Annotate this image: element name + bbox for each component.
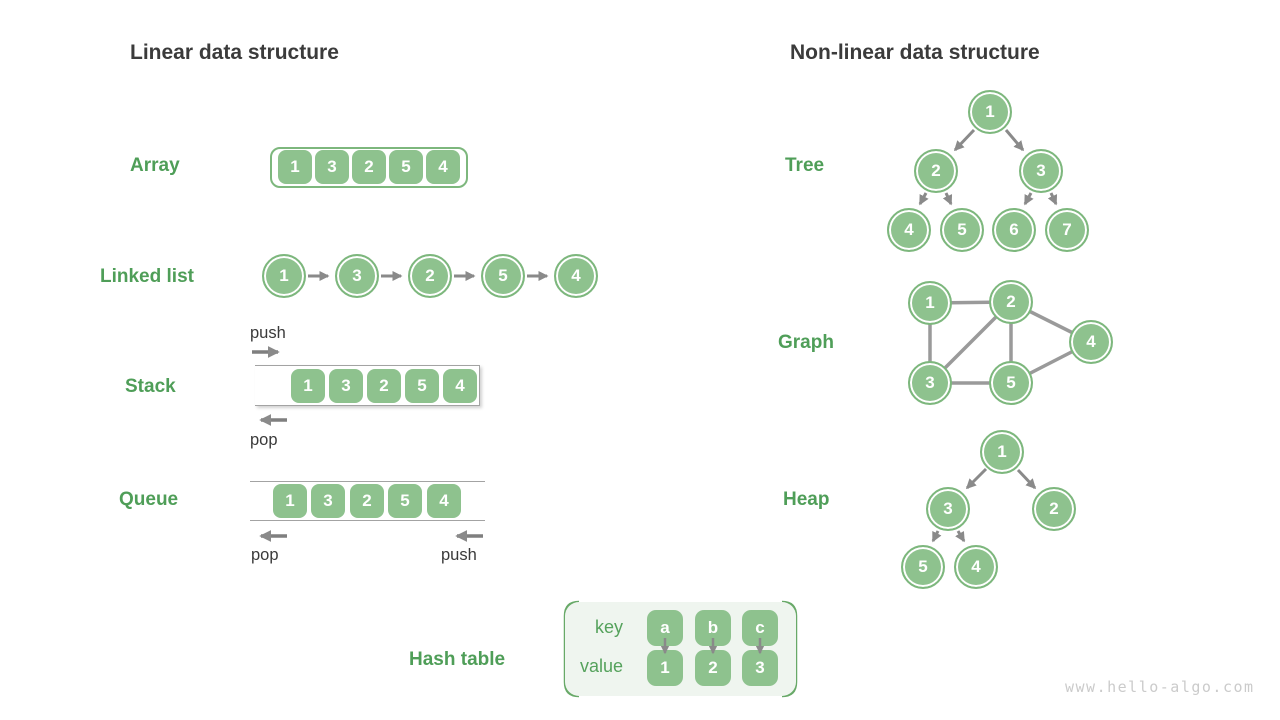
graph-node-3: 3 [908,361,952,405]
hash-value-3: 3 [742,650,778,686]
queue-cell-0: 1 [273,484,307,518]
graph-label: Graph [778,332,834,353]
queue-cell-1: 3 [311,484,345,518]
linked-list-node-2: 2 [408,254,452,298]
tree-node-5: 5 [940,208,984,252]
stack-pop-label: pop [250,431,278,449]
tree-edge-2-4 [918,192,929,206]
linked-list-node-3: 5 [481,254,525,298]
queue-push-label: push [441,546,477,564]
graph-node-2: 2 [989,280,1033,324]
tree-node-3: 3 [1019,149,1063,193]
linked-list-node-4: 4 [554,254,598,298]
heap-node-3: 3 [926,487,970,531]
heap-node-4: 4 [954,545,998,589]
stack-cell-4: 4 [443,369,477,403]
hash-key-a: a [647,610,683,646]
tree-label: Tree [785,155,825,176]
tree-edge-3-7 [1047,192,1058,206]
hash-key-b: b [695,610,731,646]
tree-node-4: 4 [887,208,931,252]
graph-node-1: 1 [908,281,952,325]
queue-container [250,481,485,521]
linked-list-label: Linked list [100,266,194,287]
stack-label: Stack [125,376,176,397]
array-cell-0: 1 [278,150,312,184]
heap-node-2: 2 [1032,487,1076,531]
tree-edge-3-6 [1023,192,1034,206]
queue-cell-3: 5 [388,484,422,518]
graph-node-4: 4 [1069,320,1113,364]
stack-cell-2: 2 [367,369,401,403]
tree-node-1: 1 [968,90,1012,134]
array-cell-3: 5 [389,150,423,184]
heap-edge-3-5 [931,530,942,543]
hash-key-header: key [594,617,623,637]
array-cell-4: 4 [426,150,460,184]
heap-edge-3-4 [955,530,966,543]
watermark: www.hello-algo.com [1065,678,1255,696]
queue-label: Queue [119,489,179,510]
tree-edge-1-2 [953,128,976,152]
nonlinear-heading: Non-linear data structure [790,41,1040,64]
array-cell-2: 2 [352,150,386,184]
hash-value-1: 1 [647,650,683,686]
tree-node-7: 7 [1045,208,1089,252]
graph-node-5: 5 [989,361,1033,405]
linear-heading: Linear data structure [130,41,339,64]
heap-label: Heap [783,489,830,510]
array-label: Array [130,155,180,176]
heap-edge-1-3 [965,467,988,490]
tree-edge-1-3 [1004,129,1025,152]
hash-table-label: Hash table [409,649,506,670]
queue-cell-4: 4 [427,484,461,518]
tree-node-6: 6 [992,208,1036,252]
linked-list-node-0: 1 [262,254,306,298]
heap-edge-1-2 [1016,468,1037,490]
heap-node-1: 1 [980,430,1024,474]
stack-cell-3: 5 [405,369,439,403]
queue-pop-label: pop [251,546,279,564]
stack-cell-1: 3 [329,369,363,403]
stack-push-label: push [250,324,286,342]
queue-cell-2: 2 [350,484,384,518]
array-cell-1: 3 [315,150,349,184]
hash-key-c: c [742,610,778,646]
hash-value-2: 2 [695,650,731,686]
tree-edge-2-5 [942,192,953,206]
linked-list-node-1: 3 [335,254,379,298]
hash-value-header: value [579,656,623,676]
heap-node-5: 5 [901,545,945,589]
stack-cell-0: 1 [291,369,325,403]
tree-node-2: 2 [914,149,958,193]
